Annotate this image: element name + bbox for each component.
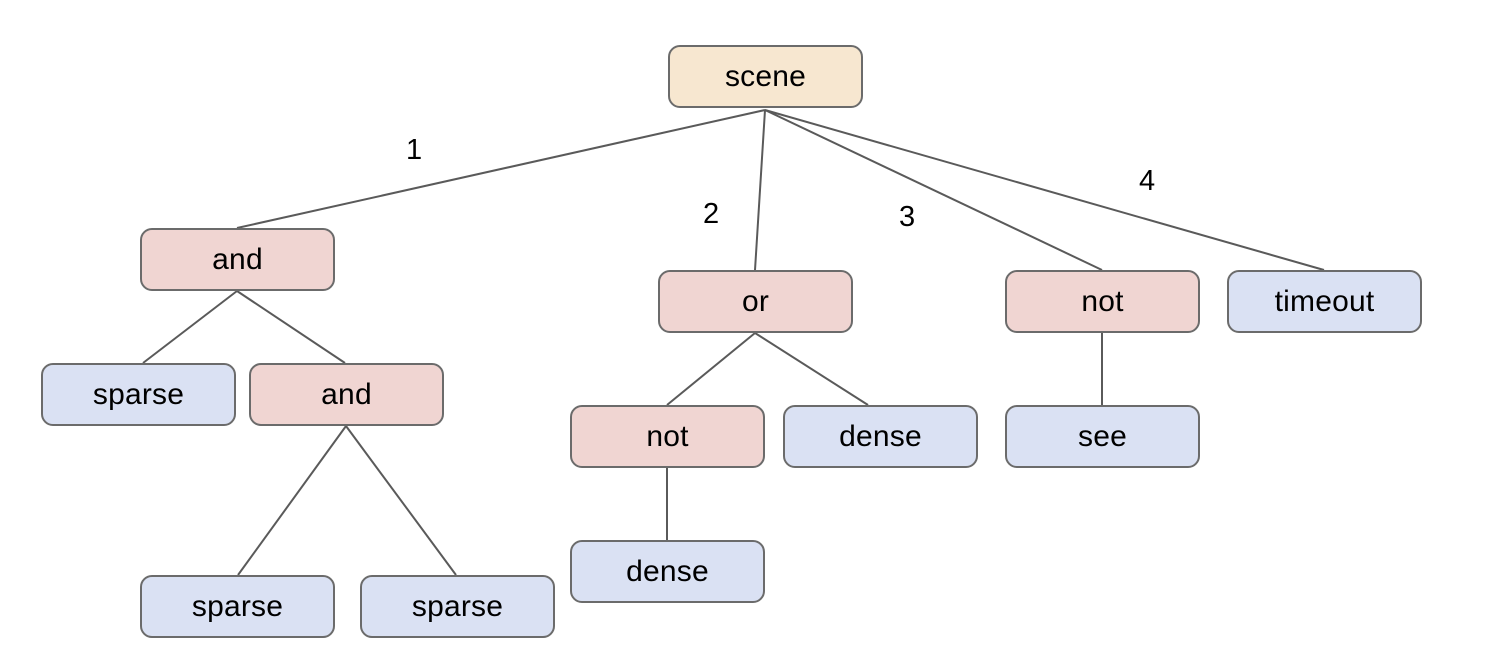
tree-edge-and1-to-sparse1 — [142, 290, 238, 364]
edge-label-4: 4 — [1139, 165, 1156, 197]
tree-node-timeout1[interactable]: timeout — [1227, 270, 1422, 333]
tree-node-dense1[interactable]: dense — [783, 405, 978, 468]
tree-node-label: and — [321, 377, 372, 411]
tree-node-label: or — [741, 284, 770, 318]
tree-node-or1[interactable]: or — [658, 270, 853, 333]
tree-node-label: dense — [626, 554, 709, 588]
tree-node-label: sparse — [92, 377, 185, 411]
edge-label-1: 1 — [406, 134, 423, 166]
tree-edge-scene-to-timeout1 — [764, 109, 1325, 271]
tree-node-label: scene — [724, 59, 807, 93]
tree-edge-scene-to-not2 — [764, 109, 1103, 271]
tree-node-label: sparse — [411, 589, 504, 623]
tree-node-sparse1[interactable]: sparse — [41, 363, 236, 426]
tree-node-and1[interactable]: and — [140, 228, 335, 291]
tree-node-label: not — [1081, 284, 1124, 318]
tree-node-label: not — [646, 419, 689, 453]
edge-label-3: 3 — [899, 201, 916, 233]
tree-node-sparse2[interactable]: sparse — [140, 575, 335, 638]
tree-node-sparse3[interactable]: sparse — [360, 575, 555, 638]
tree-node-not2[interactable]: not — [1005, 270, 1200, 333]
tree-node-and2[interactable]: and — [249, 363, 444, 426]
tree-node-scene[interactable]: scene — [668, 45, 863, 108]
tree-node-not1[interactable]: not — [570, 405, 765, 468]
tree-node-label: timeout — [1274, 284, 1375, 318]
tree-node-label: sparse — [191, 589, 284, 623]
tree-node-dense2[interactable]: dense — [570, 540, 765, 603]
tree-edge-or1-to-not1 — [666, 332, 756, 406]
tree-node-label: see — [1078, 419, 1127, 453]
edge-label-2: 2 — [703, 198, 720, 230]
tree-edge-scene-to-or1 — [754, 109, 766, 271]
tree-edge-and2-to-sparse3 — [345, 425, 457, 576]
tree-edge-scene-to-and1 — [236, 109, 766, 229]
tree-node-see1[interactable]: see — [1005, 405, 1200, 468]
tree-node-label: dense — [839, 419, 922, 453]
tree-edge-and1-to-and2 — [236, 290, 346, 364]
tree-node-label: and — [212, 242, 263, 276]
tree-edge-or1-to-dense1 — [754, 332, 869, 406]
tree-edge-and2-to-sparse2 — [237, 425, 347, 576]
